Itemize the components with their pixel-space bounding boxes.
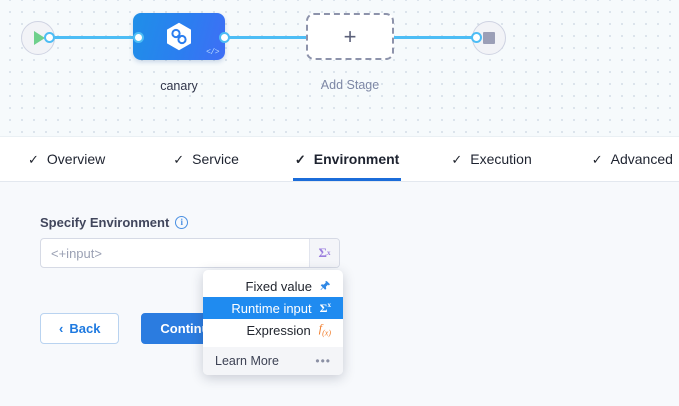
check-icon: ✓: [28, 151, 39, 167]
tab-advanced[interactable]: ✓ Advanced: [590, 137, 675, 181]
stage-setup-tabbar: ✓ Overview ✓ Service ✓ Environment ✓ Exe…: [0, 137, 679, 182]
field-label-text: Specify Environment: [40, 215, 170, 230]
check-icon: ✓: [451, 151, 463, 167]
play-icon: [34, 31, 45, 45]
check-icon: ✓: [173, 151, 185, 167]
tab-environment-label: Environment: [313, 151, 400, 167]
edge-start-to-canary: [48, 36, 138, 39]
fx-icon: f(x): [318, 321, 331, 338]
tab-service[interactable]: ✓ Service: [171, 137, 241, 181]
connector-dot-canary-in: [133, 32, 144, 43]
pin-icon: [320, 280, 331, 293]
info-icon[interactable]: i: [175, 216, 189, 229]
more-options-icon[interactable]: •••: [315, 354, 331, 368]
connector-dot-canary-out: [219, 32, 230, 43]
edge-add-to-end: [394, 36, 482, 39]
back-button[interactable]: ‹ Back: [40, 313, 120, 344]
dropdown-item-runtime-input[interactable]: Runtime input Σx: [203, 297, 343, 319]
tab-advanced-label: Advanced: [610, 151, 673, 167]
tab-execution-label: Execution: [470, 151, 532, 167]
environment-input-wrapper[interactable]: Σx: [40, 238, 340, 268]
tab-overview[interactable]: ✓ Overview: [26, 137, 107, 181]
tab-execution[interactable]: ✓ Execution: [449, 137, 533, 181]
add-stage-label: Add Stage: [320, 78, 380, 92]
input-type-dropdown[interactable]: Fixed value Runtime input Σx Expression …: [203, 270, 343, 375]
back-button-label: Back: [69, 321, 101, 336]
dropdown-item-expression[interactable]: Expression f(x): [203, 319, 343, 341]
pipeline-end-node[interactable]: [472, 21, 506, 55]
code-badge-icon: </>: [206, 48, 219, 57]
dropdown-item-fixed-value[interactable]: Fixed value: [203, 275, 343, 297]
connector-dot-start: [44, 32, 55, 43]
edge-canary-to-add: [224, 36, 306, 39]
check-icon: ✓: [591, 151, 603, 167]
learn-more-label: Learn More: [215, 354, 279, 368]
specify-environment-label: Specify Environment i: [40, 215, 189, 230]
sigma-glyph: Σ: [318, 245, 328, 260]
environment-input[interactable]: [41, 239, 309, 267]
continue-button-label: Continue: [160, 321, 217, 336]
stage-label-canary: canary: [160, 79, 198, 93]
pipeline-canvas[interactable]: </> + canary Add Stage: [0, 0, 679, 137]
sigma-sup: x: [327, 249, 331, 257]
dropdown-item-label: Fixed value: [245, 278, 312, 294]
tab-environment[interactable]: ✓ Environment: [292, 137, 402, 181]
plus-icon: +: [343, 23, 357, 49]
harness-hexagon-icon: [166, 22, 192, 51]
add-stage-node[interactable]: +: [306, 13, 394, 60]
check-icon: ✓: [294, 151, 306, 167]
sigma-icon: Σx: [319, 301, 331, 315]
tab-overview-label: Overview: [46, 151, 106, 167]
connector-dot-end: [471, 32, 482, 43]
dropdown-item-label: Expression: [246, 322, 311, 338]
stage-node-canary[interactable]: </>: [133, 13, 225, 60]
dropdown-item-label: Runtime input: [231, 300, 312, 316]
chevron-left-icon: ‹: [59, 321, 64, 336]
dropdown-footer[interactable]: Learn More •••: [203, 347, 343, 375]
tab-service-label: Service: [192, 151, 239, 167]
stop-icon: [483, 32, 495, 44]
